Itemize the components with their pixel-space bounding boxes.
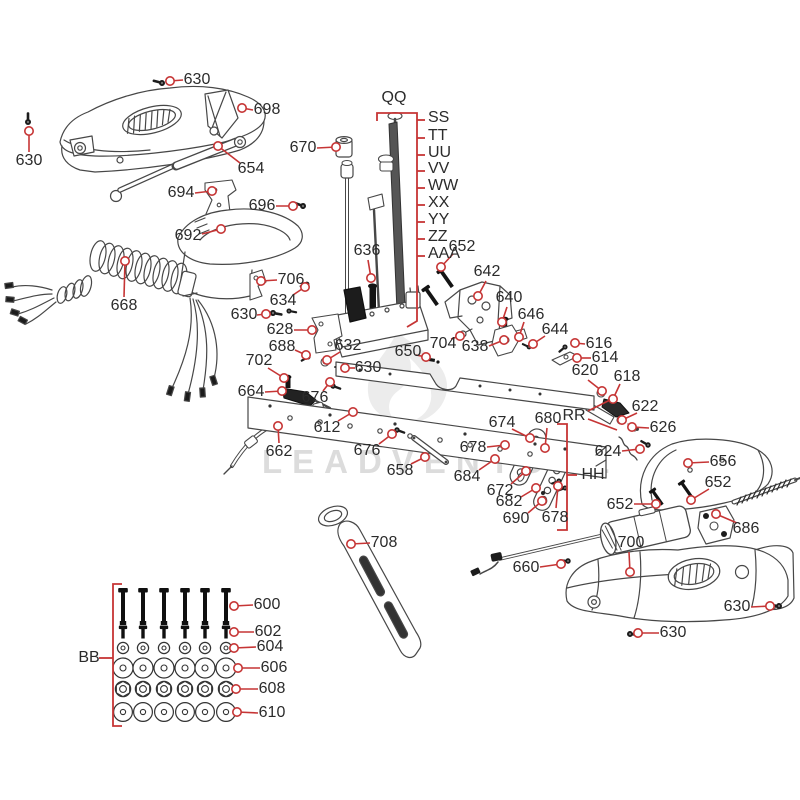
- part-label-684: 684: [453, 468, 481, 485]
- part-label-630: 630: [354, 359, 382, 376]
- part-label-612: 612: [313, 419, 341, 436]
- part-label-658: 658: [386, 462, 414, 479]
- part-label-704: 704: [429, 335, 457, 352]
- part-label-606: 606: [260, 659, 288, 676]
- part-label-640: 640: [495, 289, 523, 306]
- part-label-630: 630: [723, 598, 751, 615]
- part-label-622: 622: [631, 398, 659, 415]
- part-label-602: 602: [254, 623, 282, 640]
- part-label-638: 638: [461, 338, 489, 355]
- part-label-686: 686: [732, 520, 760, 537]
- part-label-668: 668: [110, 297, 138, 314]
- part-label-630: 630: [15, 152, 43, 169]
- control-pole-assembly: [340, 111, 407, 335]
- part-label-614: 614: [591, 349, 619, 366]
- side-plate-612: [247, 396, 607, 479]
- part-label-706: 706: [277, 271, 305, 288]
- part-label-636: 636: [353, 242, 381, 259]
- gas-spring-654: [109, 135, 247, 203]
- part-label-674: 674: [488, 414, 516, 431]
- head-cover-bottom: [565, 545, 795, 623]
- pin-658: [411, 435, 449, 465]
- part-label-rr: RR: [562, 407, 586, 424]
- part-label-664: 664: [237, 383, 265, 400]
- part-label-696: 696: [248, 197, 276, 214]
- part-label-624: 624: [594, 443, 622, 460]
- part-label-708: 708: [370, 534, 398, 551]
- part-label-676: 676: [353, 442, 381, 459]
- part-label-hh: HH: [581, 466, 605, 483]
- part-label-660: 660: [512, 559, 540, 576]
- bolt-636: [368, 283, 377, 310]
- strap-708: [317, 505, 422, 659]
- part-label-700: 700: [617, 534, 645, 551]
- part-label-650: 650: [394, 343, 422, 360]
- steering-motor-assembly: [470, 477, 800, 577]
- part-label-632: 632: [334, 337, 362, 354]
- bracket-628: [311, 313, 343, 354]
- part-label-652: 652: [704, 474, 732, 491]
- part-label-yy: YY: [428, 211, 450, 228]
- part-label-ss: SS: [428, 109, 450, 126]
- part-label-694: 694: [167, 184, 195, 201]
- part-label-656: 656: [709, 453, 737, 470]
- part-label-626: 626: [649, 419, 677, 436]
- part-label-610: 610: [258, 704, 286, 721]
- bracket-686: [697, 505, 735, 545]
- part-label-608: 608: [258, 680, 286, 697]
- part-label-682: 682: [495, 493, 523, 510]
- part-label-662: 662: [265, 443, 293, 460]
- part-label-678: 678: [459, 439, 487, 456]
- part-label-630: 630: [183, 71, 211, 88]
- part-label-634: 634: [269, 292, 297, 309]
- part-label-652: 652: [448, 238, 476, 255]
- part-label-628: 628: [266, 321, 294, 338]
- part-label-688: 688: [268, 338, 296, 355]
- part-label-618: 618: [613, 368, 641, 385]
- inner-cover-692: [177, 208, 303, 300]
- part-label-676: 676: [301, 389, 329, 406]
- part-label-604: 604: [256, 638, 284, 655]
- part-label-654: 654: [237, 160, 265, 177]
- coil-cord-668: [4, 240, 218, 402]
- part-label-652: 652: [606, 496, 634, 513]
- part-label-ww: WW: [428, 177, 459, 194]
- part-label-616: 616: [585, 335, 613, 352]
- part-label-670: 670: [289, 139, 317, 156]
- part-label-698: 698: [253, 101, 281, 118]
- part-label-644: 644: [541, 321, 569, 338]
- part-label-uu: UU: [428, 144, 452, 161]
- part-label-672: 672: [486, 482, 514, 499]
- part-label-692: 692: [174, 227, 202, 244]
- part-label-646: 646: [517, 306, 545, 323]
- part-label-620: 620: [571, 362, 599, 379]
- part-label-680: 680: [534, 410, 562, 427]
- part-label-600: 600: [253, 596, 281, 613]
- part-label-vv: VV: [428, 160, 450, 177]
- part-label-678: 678: [541, 509, 569, 526]
- part-label-690: 690: [502, 510, 530, 527]
- part-label-zz: ZZ: [428, 228, 448, 245]
- part-label-630: 630: [659, 624, 687, 641]
- side-plate-upper: [335, 361, 595, 411]
- spiral-shaft: [731, 477, 800, 506]
- head-cover-top: [59, 85, 266, 173]
- part-label-630: 630: [230, 306, 258, 323]
- part-label-aaa: AAA: [428, 245, 461, 262]
- part-label-702: 702: [245, 352, 273, 369]
- part-label-642: 642: [473, 263, 501, 280]
- part-label-qq: QQ: [381, 89, 407, 106]
- part-label-tt: TT: [428, 127, 448, 144]
- part-label-xx: XX: [428, 194, 450, 211]
- part-label-bb: BB: [78, 649, 100, 666]
